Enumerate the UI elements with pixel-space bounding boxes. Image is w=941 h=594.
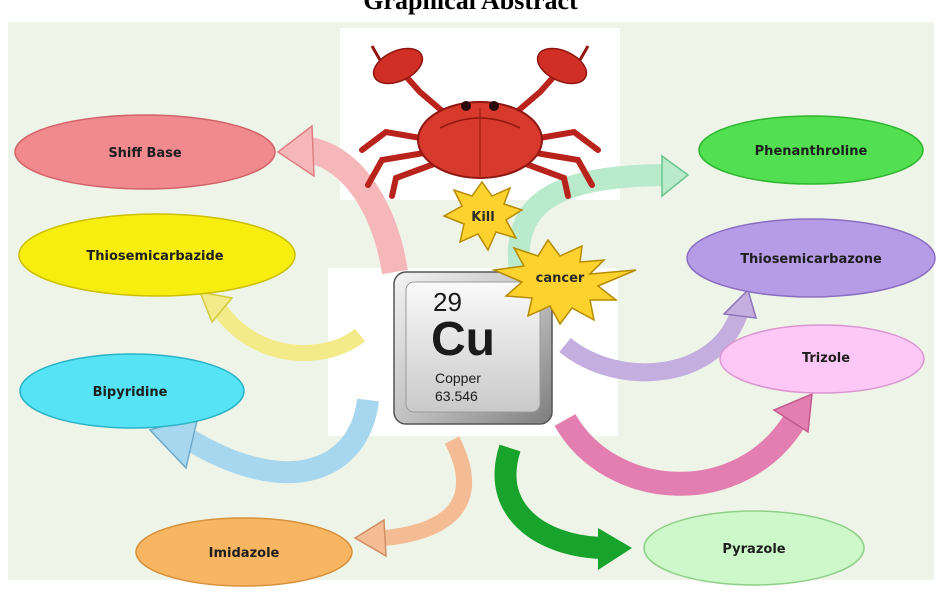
node-label-phenanthroline: Phenanthroline	[755, 144, 868, 159]
node-pyrazole: Pyrazole	[643, 510, 865, 586]
arrow-phenanthroline	[507, 154, 690, 274]
tile-mass: 63.546	[435, 388, 478, 404]
tile-symbol: Cu	[431, 313, 495, 366]
burst-label-kill: Kill	[471, 210, 494, 225]
burst-kill: Kill	[442, 180, 524, 252]
node-label-pyrazole: Pyrazole	[722, 542, 785, 557]
node-shiff-base: Shiff Base	[14, 114, 276, 190]
node-trizole: Trizole	[719, 324, 925, 394]
node-phenanthroline: Phenanthroline	[698, 115, 924, 185]
node-label-trizole: Trizole	[802, 351, 850, 366]
periodic-tile-icon	[393, 271, 553, 425]
node-label-thiosemicarbazone: Thiosemicarbazone	[740, 252, 882, 267]
tile-name: Copper	[435, 370, 481, 386]
node-imidazole: Imidazole	[135, 517, 353, 587]
node-label-bipyridine: Bipyridine	[93, 385, 168, 400]
arrow-shiff-base	[276, 124, 408, 275]
crab-icon	[359, 45, 601, 199]
node-bipyridine: Bipyridine	[19, 353, 245, 429]
node-label-imidazole: Imidazole	[209, 546, 280, 561]
burst-label-cancer: cancer	[536, 271, 585, 286]
arrow-trizole	[554, 392, 813, 496]
tile-atomic-number: 29	[433, 287, 462, 317]
node-thiosemicarbazide: Thiosemicarbazide	[18, 213, 296, 297]
node-label-thiosemicarbazide: Thiosemicarbazide	[86, 249, 223, 264]
burst-cancer: cancer	[491, 238, 637, 326]
node-thiosemicarbazone: Thiosemicarbazone	[686, 218, 936, 298]
arrow-thiosemicarbazide	[198, 291, 366, 361]
page-title: Graphical Abstract	[363, 0, 578, 15]
arrow-imidazole	[353, 436, 473, 558]
arrow-bipyridine	[148, 398, 379, 484]
arrow-thiosemicarbazone	[559, 288, 758, 382]
arrow-pyrazole	[494, 444, 632, 570]
node-label-shiff-base: Shiff Base	[108, 146, 182, 161]
